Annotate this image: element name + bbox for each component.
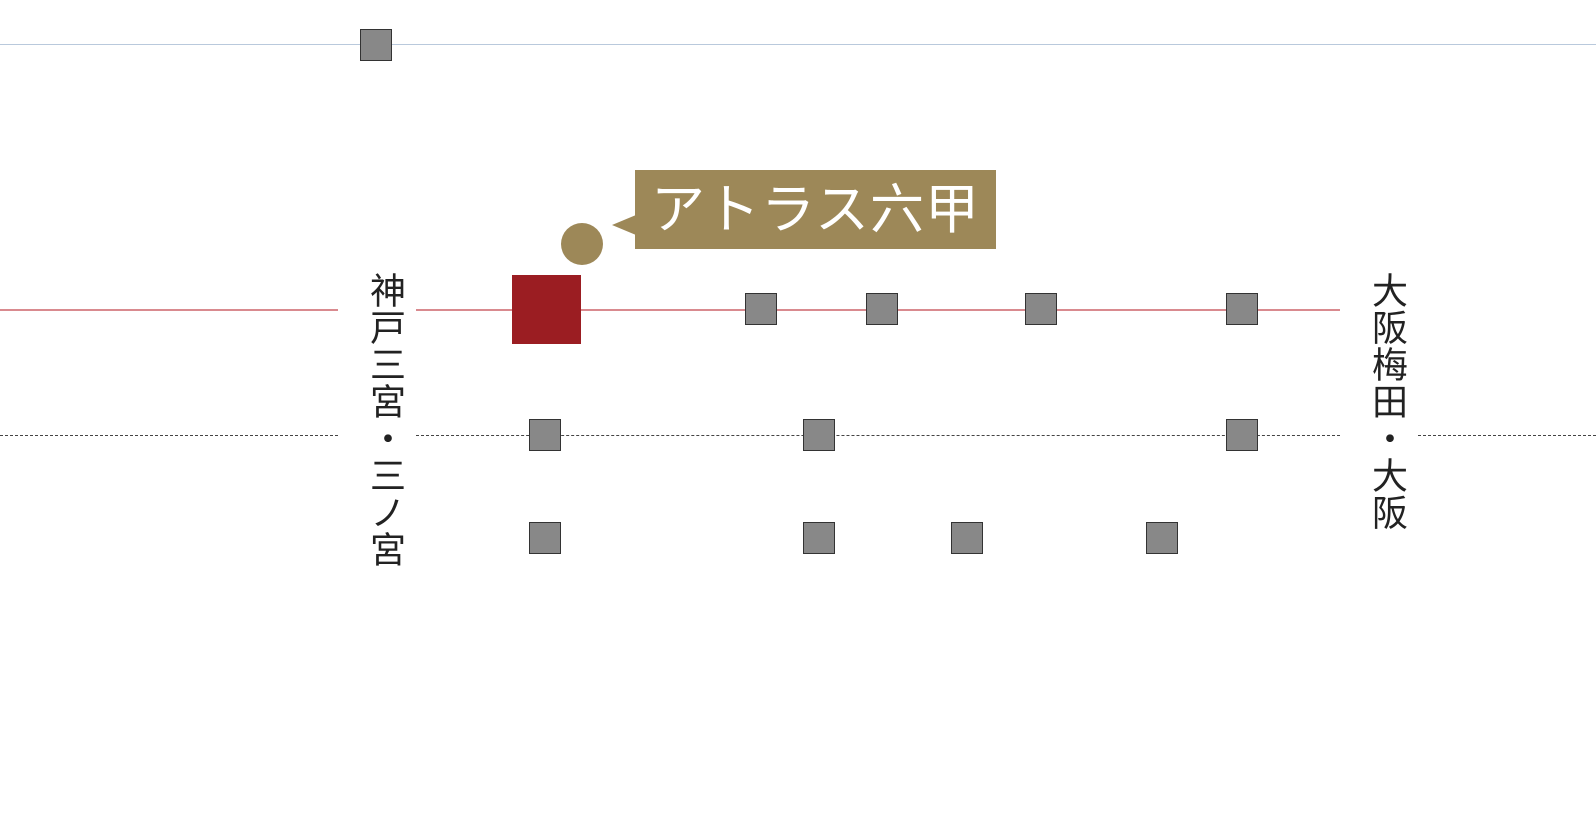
west-terminal-label: 神戸三宮・三ノ宮 xyxy=(364,272,405,568)
east-terminal-label: 大阪梅田・大阪 xyxy=(1366,272,1407,531)
station-marker xyxy=(529,522,561,554)
dashed-rail-line-east xyxy=(1418,435,1596,436)
station-marker xyxy=(360,29,392,61)
dashed-rail-line-main xyxy=(416,435,1340,436)
station-marker xyxy=(803,522,835,554)
station-marker xyxy=(529,419,561,451)
callout-pointer xyxy=(612,215,636,235)
station-marker xyxy=(1226,419,1258,451)
top-rail-line xyxy=(0,44,1596,45)
station-marker xyxy=(745,293,777,325)
property-name-callout: アトラス六甲 xyxy=(635,170,996,249)
red-rail-line-west xyxy=(0,309,338,311)
property-location-dot xyxy=(561,223,603,265)
station-marker xyxy=(1146,522,1178,554)
station-marker xyxy=(866,293,898,325)
station-marker xyxy=(951,522,983,554)
station-marker xyxy=(803,419,835,451)
dashed-rail-line-west xyxy=(0,435,338,436)
station-marker xyxy=(1025,293,1057,325)
highlighted-station-marker xyxy=(512,275,581,344)
station-marker xyxy=(1226,293,1258,325)
